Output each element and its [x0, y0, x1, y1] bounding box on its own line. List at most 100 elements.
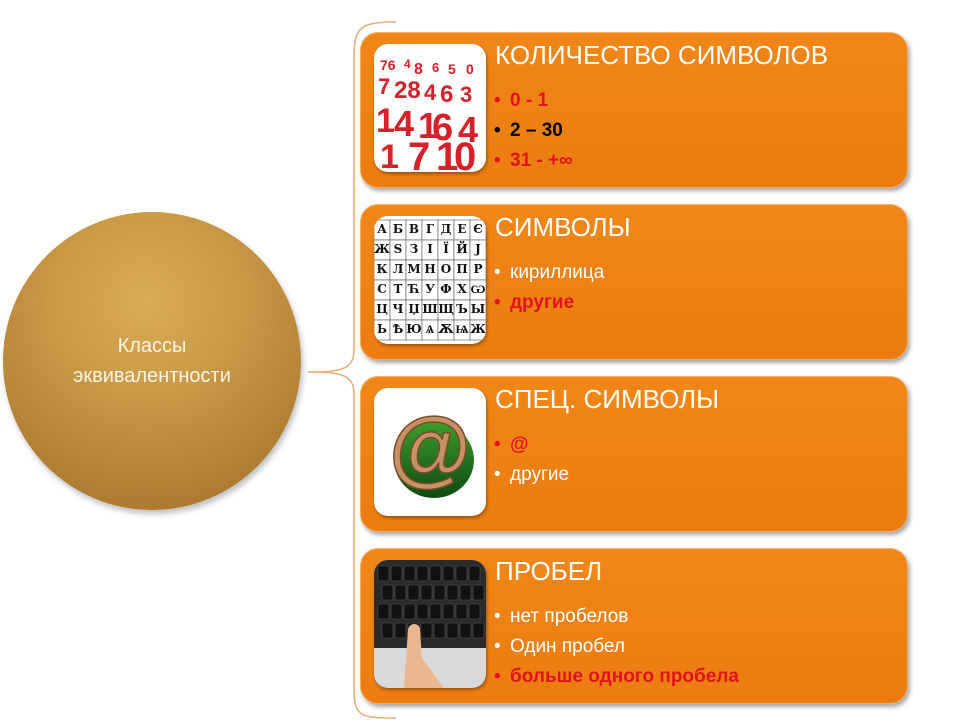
svg-text:6: 6: [440, 81, 453, 108]
svg-text:6: 6: [432, 60, 439, 75]
alphabet-letter: Џ: [408, 302, 419, 316]
alphabet-letter: Ѣ: [393, 322, 404, 336]
svg-text:4: 4: [394, 103, 414, 144]
alphabet-letter: Л: [393, 262, 404, 276]
alphabet-letter: Ѫ: [438, 322, 454, 336]
bullet-item: •@: [494, 434, 529, 455]
keyboard-key: [416, 603, 429, 620]
bullet-item: •больше одного пробела: [494, 666, 739, 687]
svg-text:76: 76: [380, 57, 396, 73]
alphabet-letter: П: [456, 262, 467, 276]
svg-text:7: 7: [378, 74, 390, 99]
keyboard-key: [455, 565, 468, 582]
svg-text:1: 1: [418, 105, 438, 146]
bullet-item: •2 – 30: [494, 120, 563, 141]
alphabet-letter: Х: [457, 282, 467, 296]
keyboard-icon: [374, 560, 486, 688]
bullet-item: •другие: [494, 292, 575, 313]
at-sign-icon: @: [374, 388, 486, 516]
alphabet-letter: Ѧ: [426, 322, 435, 336]
alphabet-letter: Є: [473, 222, 483, 236]
svg-text:4: 4: [424, 80, 437, 105]
alphabet-letter: У: [425, 282, 435, 296]
svg-text:1: 1: [436, 135, 458, 172]
alphabet-letter: Щ: [438, 302, 454, 316]
keyboard-key: [468, 603, 481, 620]
keyboard-key: [446, 622, 459, 639]
alphabet-letter: Ѕ: [394, 242, 403, 256]
svg-text:6: 6: [432, 107, 453, 149]
keyboard-key: [407, 584, 420, 601]
svg-text:4: 4: [458, 109, 478, 150]
alphabet-letter: Ѩ: [455, 322, 469, 336]
alphabet-letter: Ц: [376, 302, 388, 316]
card-title: СИМВОЛЫ: [495, 212, 631, 242]
bracket-connector: [307, 21, 397, 719]
alphabet-letter: З: [410, 242, 419, 256]
keyboard-key: [420, 622, 433, 639]
bullet-item: •кириллица: [494, 262, 605, 283]
alphabet-letter: Ь: [377, 322, 387, 336]
alphabet-letter: Н: [424, 262, 435, 276]
keyboard-key: [433, 584, 446, 601]
svg-text:1: 1: [376, 102, 395, 140]
center-circle: Классы эквивалентности: [3, 212, 301, 510]
alphabet-letter: Ш: [422, 302, 437, 316]
keyboard-key: [403, 603, 416, 620]
keyboard-key: [459, 622, 472, 639]
keyboard-key: [377, 565, 390, 582]
svg-text:4: 4: [404, 57, 411, 71]
alphabet-letter: А: [377, 222, 387, 236]
svg-text:0: 0: [466, 61, 474, 77]
alphabet-letter: Ъ: [456, 302, 467, 316]
bullet-item: •Один пробел: [494, 636, 625, 657]
alphabet-letter: Ю: [406, 322, 421, 336]
card-title: ПРОБЕЛ: [495, 556, 603, 586]
alphabet-letter: Т: [394, 282, 403, 296]
alphabet-letter: Г: [426, 222, 435, 236]
alphabet-letter: К: [377, 262, 388, 276]
alphabet-letter: Ф: [440, 282, 451, 296]
keyboard-key: [420, 584, 433, 601]
keyboard-key: [429, 565, 442, 582]
alphabet-letter: Й: [456, 240, 467, 256]
alphabet-letter: Р: [473, 262, 482, 276]
keyboard-key: [459, 584, 472, 601]
alphabet-letter: Ч: [393, 302, 404, 316]
alphabet-letter: Ї: [443, 241, 449, 256]
keyboard-key: [390, 565, 403, 582]
red-numbers-icon: 76 4 8 6 5 0 7 28 4 6 3 1 4 1 6 4 1: [374, 44, 486, 172]
center-label: Классы эквивалентности: [42, 331, 262, 391]
alphabet-letter: Ж: [470, 322, 486, 336]
keyboard-key: [377, 603, 390, 620]
alphabet-letter: Ћ: [407, 282, 420, 296]
keyboard-key: [433, 622, 446, 639]
svg-text:7: 7: [408, 135, 430, 172]
center-label-line1: Классы: [117, 335, 187, 357]
keyboard-key: [394, 584, 407, 601]
svg-text:28: 28: [394, 77, 421, 104]
alphabet-letter: Ј: [474, 242, 481, 256]
card-special-symbols: @ СПЕЦ. СИМВОЛЫ •@ •другие: [360, 376, 908, 532]
keyboard-key: [472, 622, 485, 639]
keyboard-key: [468, 565, 481, 582]
alphabet-letter: Ѡ: [470, 282, 485, 296]
card-title: КОЛИЧЕСТВО СИМВОЛОВ: [495, 40, 829, 70]
alphabet-letter: М: [407, 262, 420, 276]
keyboard-key: [381, 584, 394, 601]
center-label-line2: эквивалентности: [73, 365, 231, 387]
keyboard-key: [381, 622, 394, 639]
card-symbol-count: 76 4 8 6 5 0 7 28 4 6 3 1 4 1 6 4 1: [360, 32, 908, 188]
bullet-item: •31 - +∞: [494, 150, 573, 171]
alphabet-letter: О: [441, 262, 451, 276]
alphabet-letter: І: [427, 242, 433, 256]
alphabet-letter: Б: [393, 222, 403, 236]
card-space: ПРОБЕЛ •нет пробелов •Один пробел •больш…: [360, 548, 908, 704]
bullet-item: •0 - 1: [494, 90, 549, 111]
keyboard-key: [394, 622, 407, 639]
alphabet-letter: В: [409, 222, 419, 236]
svg-text:0: 0: [454, 135, 476, 172]
alphabet-letter: Е: [457, 222, 466, 236]
